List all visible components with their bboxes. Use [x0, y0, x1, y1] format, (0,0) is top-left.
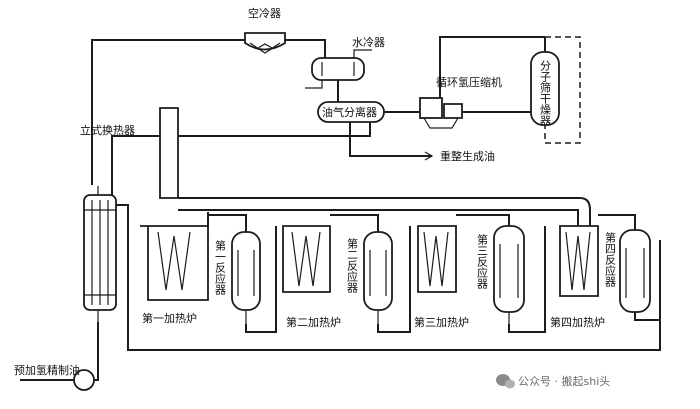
water-cooler	[305, 49, 372, 89]
recycle-gas-pipe	[111, 122, 371, 195]
reactor-2	[363, 231, 393, 324]
r4-outlet-pipe	[634, 312, 660, 321]
furnace-stack	[159, 107, 179, 199]
flue-duct	[178, 197, 591, 226]
f3-to-r3-pipe	[456, 214, 510, 226]
recycle-compressor	[419, 97, 463, 129]
furnace-4	[559, 225, 599, 297]
label-air-cooler: 空冷器	[248, 6, 281, 20]
label-reactor-1: 第一反应器	[214, 239, 227, 296]
top-return-pipe	[91, 39, 245, 185]
f1-to-r1-pipe	[208, 214, 247, 232]
feed-pump	[20, 369, 99, 391]
label-oil-gas-separator: 油气分离器	[322, 105, 377, 119]
r3-to-f4-pipe	[508, 226, 546, 333]
label-water-cooler: 水冷器	[352, 36, 385, 49]
label-recycle-compressor: 循环氢压缩机	[436, 75, 502, 89]
hydrogen-loop-top	[439, 36, 545, 80]
label-furnace-4: 第四加热炉	[550, 315, 605, 329]
label-molecular-sieve-dryer: 分子筛干燥器	[539, 60, 552, 127]
exchanger-side-pipe	[116, 204, 661, 351]
air-to-water-pipe	[285, 39, 326, 58]
reactor-1	[231, 226, 261, 324]
vertical-heat-exchanger	[83, 186, 117, 322]
r1-to-f2-pipe	[245, 226, 277, 333]
label-vertical-heat-exchanger: 立式换热器	[80, 123, 135, 137]
furnace-2	[282, 225, 331, 293]
label-reactor-3: 第三反应器	[476, 233, 489, 290]
furnace-1	[140, 212, 209, 301]
molecular-sieve-dryer	[530, 51, 560, 126]
reactor-3	[493, 225, 525, 324]
separator-bottom-pipe	[349, 122, 432, 157]
f2-to-r2-pipe	[330, 214, 379, 232]
flue-duct-lower	[178, 209, 579, 226]
label-reformate-oil: 重整生成油	[440, 149, 495, 163]
label-furnace-2: 第二加热炉	[286, 315, 341, 329]
r2-to-f3-pipe	[377, 226, 411, 333]
hydrogen-loop-dashed	[544, 36, 581, 144]
label-reactor-4: 第四反应器	[604, 231, 617, 288]
label-feed-oil: 预加氢精制油	[14, 363, 80, 377]
furnace-3	[417, 225, 457, 293]
air-cooler	[244, 32, 286, 54]
label-furnace-1: 第一加热炉	[142, 311, 197, 325]
product-arrow	[424, 151, 434, 161]
label-reactor-2: 第二反应器	[346, 237, 359, 294]
oil-gas-separator	[317, 101, 385, 123]
f4-to-r4-pipe	[598, 214, 636, 230]
chat-bubble-icon	[496, 374, 515, 389]
watermark-text: 公众号 · 搬起shi头	[518, 374, 610, 388]
label-furnace-3: 第三加热炉	[414, 315, 469, 329]
reactor-4	[619, 229, 651, 313]
